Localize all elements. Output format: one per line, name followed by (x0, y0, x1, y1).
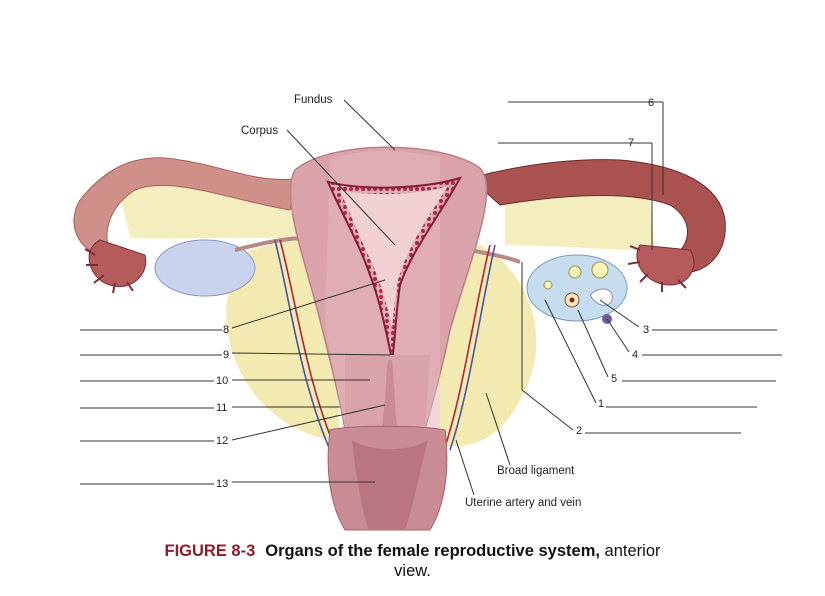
number-10: 10 (216, 375, 228, 387)
number-1: 1 (598, 398, 604, 410)
number-5: 5 (611, 373, 617, 385)
number-12: 12 (216, 435, 228, 447)
vaginal-canal (352, 440, 428, 530)
left-ovarian-ligament (234, 236, 301, 252)
number-2: 2 (576, 425, 582, 437)
caption-title: Organs of the female reproductive system… (265, 542, 600, 560)
label-fundus: Fundus (294, 94, 333, 106)
number-8: 8 (223, 324, 229, 336)
number-7: 7 (628, 137, 634, 149)
number-6: 6 (648, 97, 654, 109)
number-13: 13 (216, 478, 228, 490)
label-broad-ligament: Broad ligament (497, 465, 575, 477)
label-uterine-vessels: Uterine artery and vein (465, 497, 581, 509)
number-4: 4 (632, 349, 638, 361)
right-ovarian-ligament (469, 248, 521, 264)
leader-lines (231, 99, 664, 496)
number-9: 9 (223, 349, 229, 361)
uterus (289, 146, 488, 435)
uterine-vessels (274, 239, 496, 451)
number-3: 3 (643, 324, 649, 336)
figure-caption: FIGURE 8-3 Organs of the female reproduct… (0, 541, 825, 581)
caption-rest-line1: anterior (599, 542, 661, 560)
right-ovary (526, 254, 628, 324)
caption-rest-line2: view. (394, 562, 431, 580)
label-corpus: Corpus (241, 125, 278, 137)
left-ovary (154, 239, 256, 297)
number-11: 11 (216, 402, 227, 414)
answer-blanks (80, 101, 782, 485)
left-fallopian-tube (73, 157, 301, 294)
reproductive-organs-illustration: Fundus Corpus Broad ligament Uterine art… (73, 94, 782, 531)
right-fallopian-tube (468, 159, 726, 292)
caption-figure-number: FIGURE 8-3 (164, 542, 256, 560)
